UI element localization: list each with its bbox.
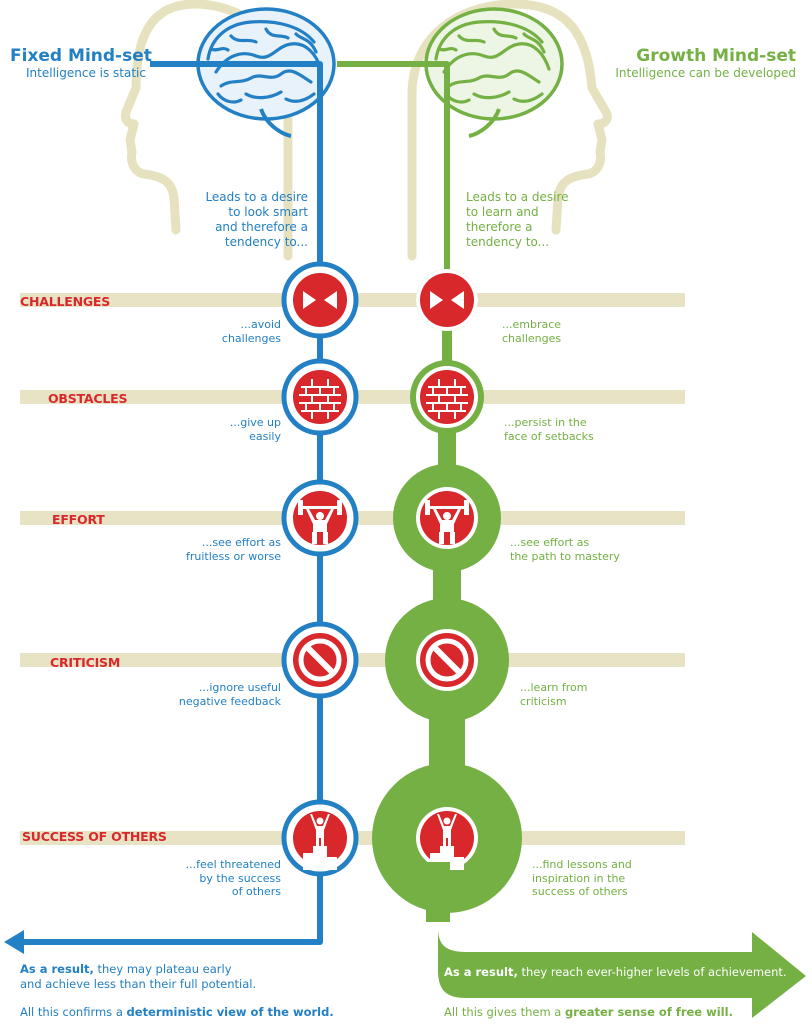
fixed-nodes [281,261,359,877]
note-line: ...see effort as [510,536,590,549]
fixed-lead-line: Leads to a desire [205,190,308,204]
note-line: criticism [520,694,567,708]
note-line: ...feel threatened [185,858,281,871]
growth-lead-line: to learn and [466,205,539,219]
note-line: challenges [221,331,281,345]
fixed-brain [196,7,336,138]
growth-note-effort: ...see effort as the path to mastery [510,536,620,563]
note-line: negative feedback [178,694,281,708]
fixed-result-text-2: and achieve less than their full potenti… [20,977,257,991]
fixed-note-obstacles: ...give up easily [130,416,281,443]
growth-note-criticism: ...learn from criticism [520,681,587,708]
fixed-lead-line: and therefore a [215,220,308,234]
growth-node-criticism [385,598,509,722]
note-line: ...give up [229,416,281,429]
fixed-lead-text: Leads to a desire to look smart and ther… [150,190,308,250]
note-line: easily [249,429,281,443]
fixed-note-criticism: ...ignore useful negative feedback [130,681,281,708]
growth-conclusion-bold: greater sense of free will. [565,1005,733,1019]
growth-node-effort [393,464,501,572]
growth-note-success-of-others: ...find lessons and inspiration in the s… [532,858,632,899]
note-line: the path to mastery [510,549,620,563]
fixed-node-obstacles [281,358,359,436]
category-label-criticism: CRITICISM [50,655,121,670]
category-bands [20,293,685,845]
note-line: fruitless or worse [185,549,281,563]
fixed-lead-line: to look smart [228,205,308,219]
note-line: ...find lessons and [532,858,632,871]
growth-subtitle: Intelligence can be developed [615,66,796,80]
growth-note-obstacles: ...persist in the face of setbacks [504,416,594,443]
fixed-result-bold: As a result, [20,962,94,976]
note-line: inspiration in the [532,871,626,885]
growth-node-success-of-others [372,763,522,913]
growth-node-obstacles [410,360,484,434]
growth-lead-line: Leads to a desire [466,190,569,204]
growth-conclusion: All this gives them a greater sense of f… [444,1005,733,1020]
note-line: challenges [502,331,562,345]
category-label-success-of-others: SUCCESS OF OTHERS [22,829,167,844]
growth-lead-line: tendency to... [466,235,550,249]
growth-result-bold: As a result, [444,965,518,979]
growth-lead-text: Leads to a desire to learn and therefore… [466,190,569,250]
fixed-conclusion-text: All this confirms a [20,1005,127,1019]
fixed-subtitle: Intelligence is static [26,66,146,80]
fixed-lead-line: tendency to... [224,235,308,249]
note-line: success of others [532,885,628,898]
note-line: ...see effort as [201,536,281,549]
fixed-header: Fixed Mind-set Intelligence is static [10,46,152,81]
growth-result-text-1: they reach ever-higher levels of achieve… [517,965,787,979]
fixed-node-effort [281,479,359,557]
note-line: of others [231,885,281,898]
category-label-challenges: CHALLENGES [20,294,111,309]
fixed-result-arrowhead [4,930,24,954]
category-label-obstacles: OBSTACLES [48,391,128,406]
note-line: ...avoid [240,318,281,331]
growth-result-arrow [438,880,806,1018]
note-line: face of setbacks [504,429,594,443]
note-line: ...ignore useful [198,681,281,694]
fixed-node-challenges [281,261,359,339]
growth-result-text: As a result, they reach ever-higher leve… [444,965,787,980]
fixed-node-criticism [281,621,359,699]
fixed-title: Fixed Mind-set [10,46,152,66]
category-label-effort: EFFORT [52,512,105,527]
note-line: ...embrace [502,318,562,331]
growth-nodes [372,269,522,913]
growth-lead-line: therefore a [466,220,533,234]
note-line: ...learn from [520,681,588,694]
growth-conclusion-text: All this gives them a [444,1005,566,1019]
fixed-note-success-of-others: ...feel threatened by the success of oth… [130,858,281,899]
growth-header: Growth Mind-set Intelligence can be deve… [615,46,796,81]
growth-title: Growth Mind-set [636,46,796,66]
growth-note-challenges: ...embrace challenges [502,318,561,345]
fixed-result-line-1: As a result, they may plateau early [20,962,256,977]
note-line: ...persist in the [504,416,587,429]
fixed-result-text: As a result, they may plateau early and … [20,962,256,992]
growth-node-challenges [416,269,478,331]
fixed-note-challenges: ...avoid challenges [130,318,281,345]
fixed-node-success-of-others [281,799,359,877]
growth-connector [442,300,452,397]
fixed-conclusion-bold: deterministic view of the world. [126,1005,334,1019]
fixed-note-effort: ...see effort as fruitless or worse [130,536,281,563]
fixed-result-text-1: they may plateau early [93,962,232,976]
note-line: by the success [199,871,281,885]
fixed-conclusion: All this confirms a deterministic view o… [20,1005,334,1020]
